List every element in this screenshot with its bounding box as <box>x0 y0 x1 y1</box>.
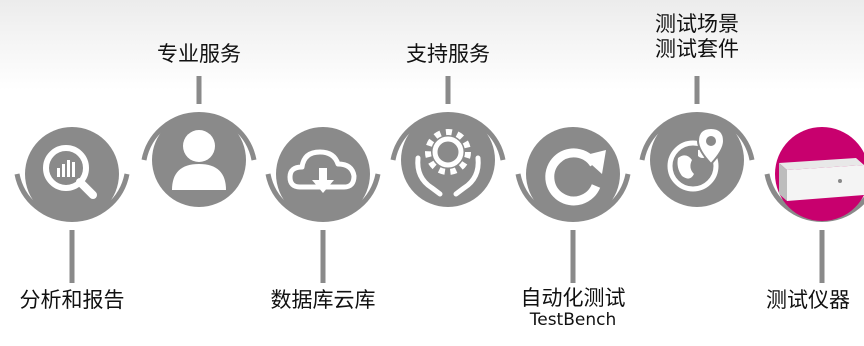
node-label: 专业服务 <box>157 42 241 66</box>
node-analytics <box>14 127 130 283</box>
node-label: 支持服务 <box>406 42 490 66</box>
node-label-text: 分析和报告 <box>19 288 125 312</box>
node-label: 数据库云库 <box>271 288 376 312</box>
node-professional-services <box>141 76 257 207</box>
person-icon <box>172 130 226 190</box>
node-circle <box>526 127 620 221</box>
node-test-scenarios <box>639 76 755 207</box>
node-label: 自动化测试 TestBench <box>521 286 626 330</box>
node-label-text: 专业服务 <box>157 42 241 66</box>
node-label-text: 数据库云库 <box>270 288 376 312</box>
gear-hands-icon <box>415 129 481 197</box>
node-label-text: 测试场景 <box>655 12 739 36</box>
analytics-magnifier-icon <box>43 145 97 199</box>
node-automation-testing <box>515 127 631 283</box>
globe-pin-icon <box>667 126 726 192</box>
refresh-arrow-icon <box>545 148 606 206</box>
node-sublabel-text: 测试套件 <box>655 37 739 61</box>
node-label-text: 测试仪器 <box>766 288 850 312</box>
node-label: 测试仪器 <box>766 288 850 312</box>
node-sublabel-text: TestBench <box>529 310 617 330</box>
node-circle <box>401 113 495 207</box>
node-label: 测试场景 测试套件 <box>655 12 739 62</box>
node-label-text: 支持服务 <box>406 42 490 66</box>
node-database-cloud <box>265 127 381 283</box>
node-label: 分析和报告 <box>20 288 125 312</box>
node-support-services <box>390 76 506 207</box>
node-circle <box>650 113 744 207</box>
cloud-download-icon <box>287 149 357 193</box>
test-instrument-icon <box>779 132 864 201</box>
node-test-instruments <box>764 127 864 283</box>
node-label-text: 自动化测试 <box>520 286 626 310</box>
